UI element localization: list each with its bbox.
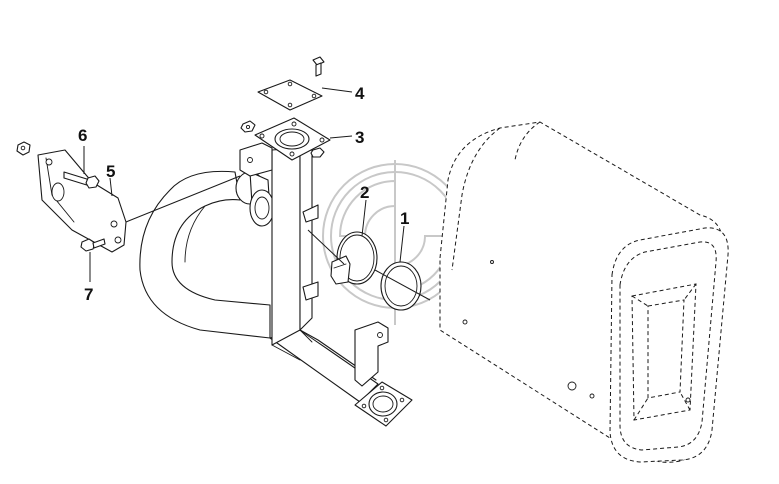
outlet-flange bbox=[354, 381, 413, 427]
vertical-riser-pipe bbox=[271, 147, 319, 361]
callout-2: 2 bbox=[360, 183, 369, 202]
riser-bracket bbox=[239, 142, 273, 177]
bolt-part-7 bbox=[80, 238, 106, 252]
sealing-ring-part-1 bbox=[380, 261, 422, 311]
nut-top-left bbox=[16, 141, 31, 156]
callout-labels: 1 2 3 4 5 6 7 bbox=[78, 84, 409, 304]
callout-4: 4 bbox=[355, 84, 365, 103]
callout-7: 7 bbox=[84, 285, 93, 304]
cover-plate-part-4 bbox=[257, 79, 323, 111]
callout-6: 6 bbox=[78, 126, 87, 145]
upper-flange-part-3 bbox=[254, 117, 331, 161]
callout-1: 1 bbox=[400, 209, 409, 228]
inlet-bellows bbox=[235, 171, 275, 227]
leader-lines bbox=[83, 87, 431, 301]
top-bolt bbox=[312, 56, 325, 77]
lower-support-bracket bbox=[354, 321, 389, 387]
muffler bbox=[439, 121, 729, 463]
flange-nuts bbox=[240, 120, 325, 158]
callout-5: 5 bbox=[106, 162, 115, 181]
bracket-part-5 bbox=[37, 149, 127, 253]
clamp-part-2 bbox=[330, 231, 378, 285]
bolt-part-6 bbox=[63, 171, 100, 189]
callout-3: 3 bbox=[355, 128, 364, 147]
